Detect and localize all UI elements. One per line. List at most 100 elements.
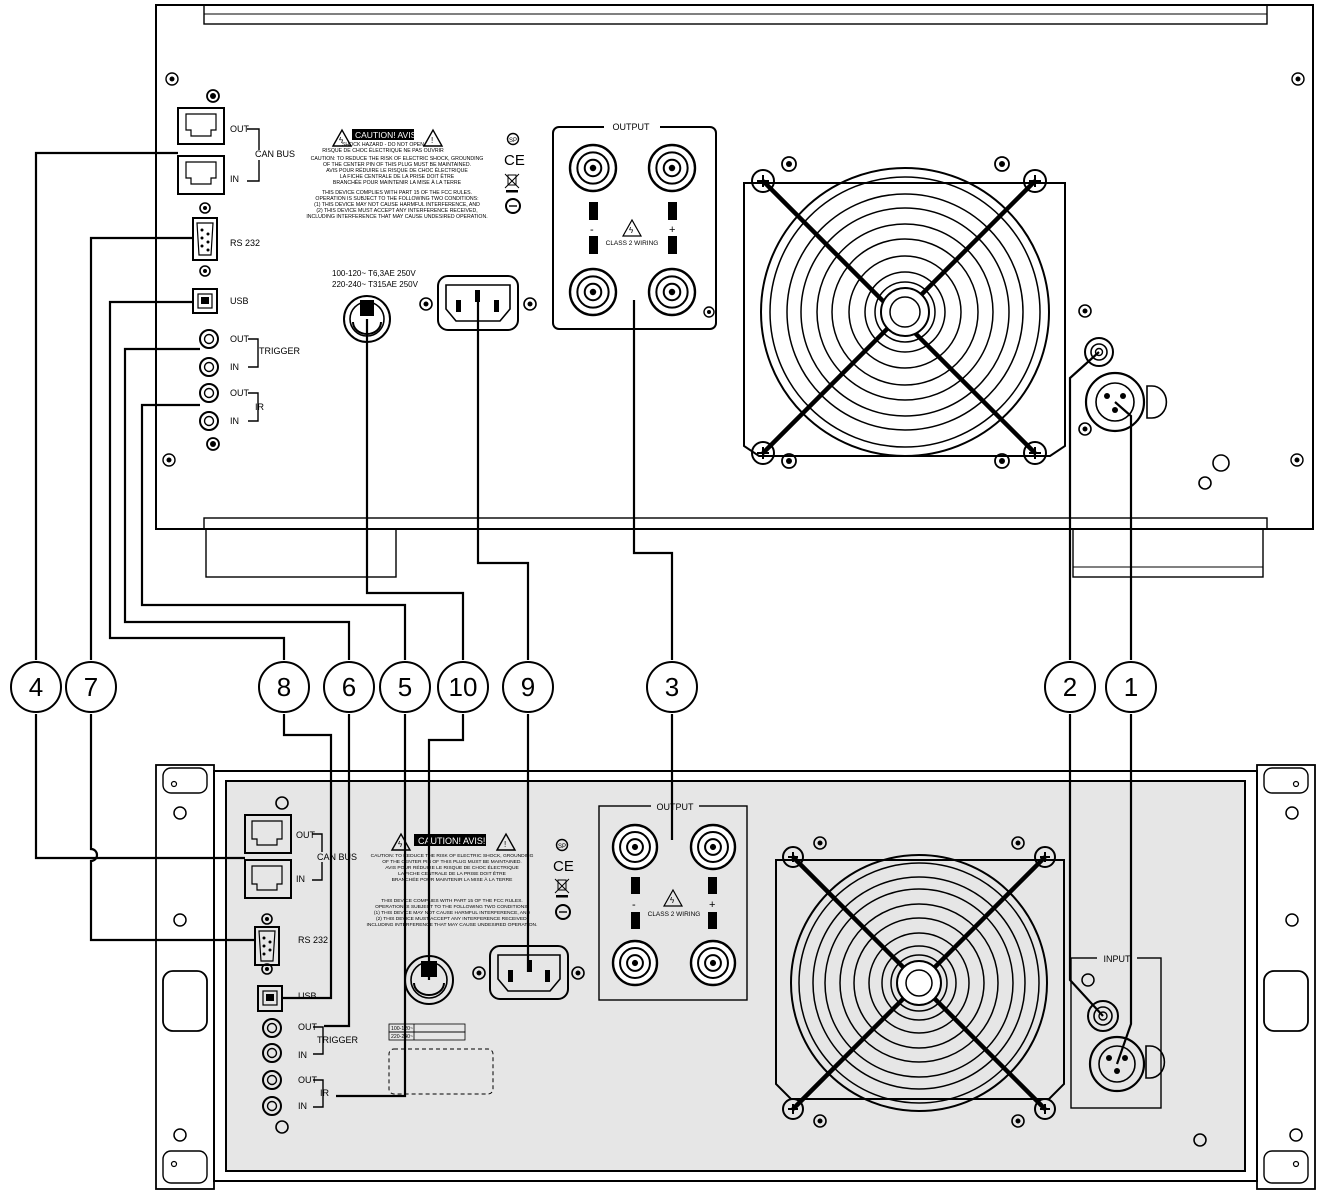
trigger-out-jack[interactable] xyxy=(262,1018,282,1038)
callout-2: 2 xyxy=(1044,661,1096,713)
screw-icon xyxy=(781,453,797,469)
rca-input-jack[interactable] xyxy=(1087,1000,1119,1032)
wire-10-fuse xyxy=(365,319,465,980)
screw-icon xyxy=(1078,304,1092,318)
class2-label: CLASS 2 WIRING xyxy=(606,240,659,247)
callout-number: 1 xyxy=(1124,672,1138,702)
rs232-port[interactable] xyxy=(192,202,218,277)
warning-line: LA FICHE CENTRALE DE LA PRISE DOIT ÊTRE xyxy=(340,172,455,180)
wire-9-power xyxy=(476,300,530,972)
svg-text:SP: SP xyxy=(509,138,517,144)
trigger-in-jack[interactable] xyxy=(262,1043,282,1063)
caution-title: CAUTION! AVIS! xyxy=(418,836,485,846)
rs232-port[interactable] xyxy=(254,913,280,975)
callout-number: 6 xyxy=(342,672,356,702)
screw-icon xyxy=(703,306,715,318)
xlr-input-jack[interactable] xyxy=(1084,371,1168,433)
bottom-unit: OUT IN CAN BUS RS 232 USB OUT IN TRIGGER xyxy=(155,764,1316,1190)
wire-5-ir xyxy=(140,403,407,1098)
rs232-label: RS 232 xyxy=(298,935,328,945)
xlr-input-jack[interactable] xyxy=(1088,1035,1166,1093)
caution-sub-2: RISQUE DE CHOC ÉLECTRIQUE NE PAS OUVRIR xyxy=(322,147,444,154)
can-bus-out-port[interactable] xyxy=(177,107,225,145)
can-bus-out-port[interactable] xyxy=(244,814,292,854)
output-label: OUTPUT xyxy=(613,122,651,132)
ir-in-label: IN xyxy=(298,1101,307,1111)
can-bus-in-port[interactable] xyxy=(177,155,225,195)
connection-wires xyxy=(34,151,1133,1098)
binding-post[interactable] xyxy=(611,823,659,871)
minus-label: - xyxy=(632,899,636,911)
warning-line: OF THE CENTER PIN OF THIS PLUG MUST BE M… xyxy=(382,859,522,865)
callout-8: 8 xyxy=(258,661,310,713)
binding-post[interactable] xyxy=(689,939,737,987)
warning-line: AVIS POUR RÉDUIRE LE RISQUE DE CHOC ÉLEC… xyxy=(385,864,519,871)
ir-out-jack[interactable] xyxy=(199,383,219,403)
usb-port[interactable] xyxy=(192,288,218,314)
callout-number: 5 xyxy=(398,672,412,702)
svg-text:SP: SP xyxy=(558,844,566,850)
ce-mark: CE xyxy=(504,152,525,169)
binding-post[interactable] xyxy=(689,823,737,871)
ir-label: IR xyxy=(320,1088,330,1098)
caution-sub-1: SHOCK HAZARD - DO NOT OPEN xyxy=(342,142,424,148)
screw-icon xyxy=(994,453,1010,469)
foot-left xyxy=(205,528,397,578)
screw-icon xyxy=(813,836,827,850)
screw-icon xyxy=(472,966,486,980)
callout-number: 7 xyxy=(84,672,98,702)
fuse-rating-table: 100-120~ 220-240~ xyxy=(388,1023,494,1095)
screw-icon xyxy=(523,297,537,311)
warning-line: CAUTION: TO REDUCE THE RISK OF ELECTRIC … xyxy=(311,156,484,162)
ir-out-jack[interactable] xyxy=(262,1070,282,1090)
output-block: OUTPUT - + ϟ CLASS 2 WIRING xyxy=(552,120,717,330)
class2-label: CLASS 2 WIRING xyxy=(648,911,701,918)
screw-icon xyxy=(571,966,585,980)
ir-in-jack[interactable] xyxy=(199,411,219,431)
screw-icon xyxy=(275,796,289,810)
trigger-out-jack[interactable] xyxy=(199,329,219,349)
trigger-out-label: OUT xyxy=(230,334,250,344)
binding-post[interactable] xyxy=(568,143,618,193)
fan-screw-icon xyxy=(751,169,775,193)
binding-post[interactable] xyxy=(647,143,697,193)
callout-1: 1 xyxy=(1105,661,1157,713)
binding-post[interactable] xyxy=(647,267,697,317)
screw-icon xyxy=(162,453,176,467)
screw-icon xyxy=(206,437,220,451)
fuse-rating-1: 100-120~ xyxy=(391,1026,413,1032)
trigger-in-label: IN xyxy=(298,1050,307,1060)
can-in-label: IN xyxy=(230,174,239,184)
wire-6-trigger xyxy=(123,347,351,1028)
binding-post[interactable] xyxy=(568,267,618,317)
screw-icon xyxy=(813,1114,827,1128)
callout-number: 10 xyxy=(449,672,478,702)
binding-post[interactable] xyxy=(611,939,659,987)
fcc-line: (2) THIS DEVICE MUST ACCEPT ANY INTERFER… xyxy=(376,916,528,922)
ir-in-label: IN xyxy=(230,416,239,426)
ir-in-jack[interactable] xyxy=(262,1096,282,1116)
top-unit-outline xyxy=(155,4,1314,530)
can-out-label: OUT xyxy=(230,124,250,134)
weee-bin-icon xyxy=(504,173,520,193)
callout-number: 9 xyxy=(521,672,535,702)
screw-icon xyxy=(994,156,1010,172)
fan-screw-icon xyxy=(1034,846,1056,868)
can-bus-in-port[interactable] xyxy=(244,859,292,899)
input-block: INPUT xyxy=(1070,952,1166,1109)
callout-3: 3 xyxy=(646,661,698,713)
trigger-in-jack[interactable] xyxy=(199,357,219,377)
fcc-line: (1) THIS DEVICE MAY NOT CAUSE HARMFUL IN… xyxy=(374,910,531,916)
caution-label: ϟ CAUTION! AVIS! ! CAUTION: TO REDUCE TH… xyxy=(367,832,537,928)
warning-line: BRANCHÉE POUR MAINTENIR LA MISE À LA TER… xyxy=(333,179,462,186)
screw-icon xyxy=(1291,72,1305,86)
trigger-label: TRIGGER xyxy=(317,1035,359,1045)
rs232-label: RS 232 xyxy=(230,238,260,248)
ir-out-label: OUT xyxy=(298,1075,318,1085)
fcc-line: OPERATION IS SUBJECT TO THE FOLLOWING TW… xyxy=(375,904,529,910)
trigger-label: TRIGGER xyxy=(259,346,301,356)
rca-input-jack[interactable] xyxy=(1084,337,1114,367)
fan-grille xyxy=(775,836,1065,1128)
warning-line: AVIS POUR RÉDUIRE LE RISQUE DE CHOC ÉLEC… xyxy=(326,167,468,174)
